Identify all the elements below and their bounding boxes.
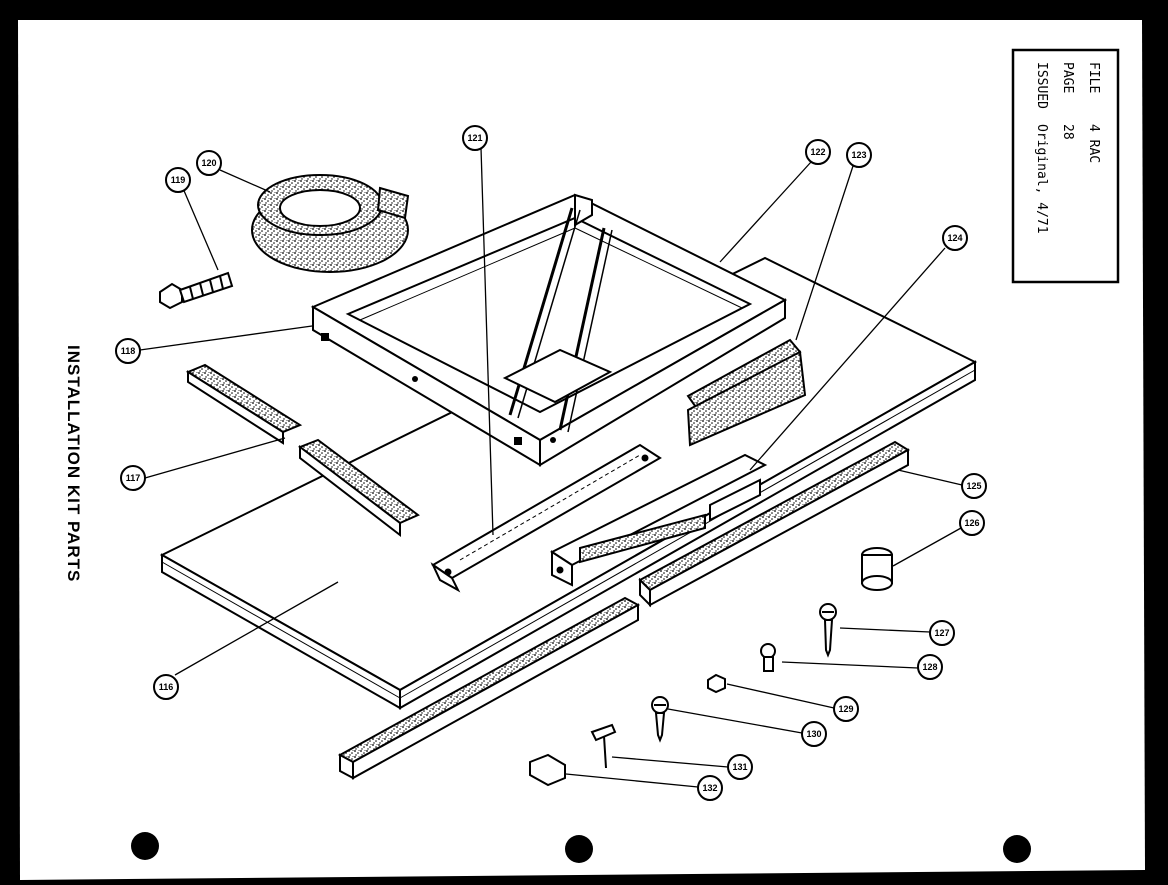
- file-value: 4 RAC: [1086, 124, 1101, 163]
- svg-text:128: 128: [922, 662, 937, 672]
- rail-124: [549, 453, 768, 587]
- foam-roll-120: [251, 174, 410, 273]
- svg-text:131: 131: [732, 762, 747, 772]
- page-value: 28: [1060, 124, 1075, 140]
- callout-128: 128: [917, 654, 943, 680]
- callout-117: 117: [120, 465, 146, 491]
- callout-116: 116: [153, 674, 179, 700]
- callout-121: 121: [462, 125, 488, 151]
- issued-label: ISSUED: [1034, 62, 1049, 109]
- screw-130: [651, 696, 669, 743]
- binder-hole-right: [1003, 835, 1031, 863]
- svg-text:124: 124: [947, 233, 962, 243]
- sheet-title: INSTALLATION KIT PARTS: [64, 345, 83, 582]
- callout-119: 119: [165, 167, 191, 193]
- callout-127: 127: [929, 620, 955, 646]
- svg-text:126: 126: [964, 518, 979, 528]
- nut-132: [529, 753, 566, 787]
- svg-text:123: 123: [851, 150, 866, 160]
- callout-126: 126: [959, 510, 985, 536]
- issued-value: Original, 4/71: [1034, 124, 1049, 234]
- svg-text:127: 127: [934, 628, 949, 638]
- bolt-119: [159, 271, 234, 310]
- binder-hole-center: [565, 835, 593, 863]
- callout-120: 120: [196, 150, 222, 176]
- callout-131: 131: [727, 754, 753, 780]
- frame-118: [310, 193, 788, 467]
- foam-strip-125: [638, 440, 910, 608]
- file-label: FILE: [1086, 62, 1101, 93]
- screw-127: [819, 603, 837, 658]
- svg-text:117: 117: [126, 473, 141, 483]
- callout-118: 118: [115, 338, 141, 364]
- svg-text:130: 130: [806, 729, 821, 739]
- callout-129: 129: [833, 696, 859, 722]
- svg-text:125: 125: [966, 481, 981, 491]
- svg-text:129: 129: [838, 704, 853, 714]
- info-box: FILE 4 RAC PAGE 28 ISSUED Original, 4/71: [1011, 48, 1120, 284]
- callout-132: 132: [697, 775, 723, 801]
- page-label: PAGE: [1060, 62, 1075, 93]
- clip-131: [590, 723, 617, 769]
- binder-hole-left: [131, 832, 159, 860]
- svg-text:119: 119: [171, 175, 186, 185]
- foam-strip-long: [337, 596, 641, 780]
- foam-pieces-123: [686, 338, 807, 447]
- callout-123: 123: [846, 142, 872, 168]
- callout-125: 125: [961, 473, 987, 499]
- svg-text:132: 132: [702, 783, 717, 793]
- svg-text:116: 116: [159, 682, 174, 692]
- bolt-128: [760, 643, 776, 672]
- svg-text:118: 118: [121, 346, 136, 356]
- foam-strip-117: [185, 363, 420, 538]
- svg-text:122: 122: [810, 147, 825, 157]
- callout-124: 124: [942, 225, 968, 251]
- nut-129: [707, 673, 726, 694]
- leader-lines: [139, 147, 963, 788]
- rail-121: [430, 443, 662, 593]
- sleeve-126: [861, 547, 893, 591]
- callout-130: 130: [801, 721, 827, 747]
- svg-text:120: 120: [201, 158, 216, 168]
- callout-122: 122: [805, 139, 831, 165]
- svg-text:121: 121: [467, 133, 482, 143]
